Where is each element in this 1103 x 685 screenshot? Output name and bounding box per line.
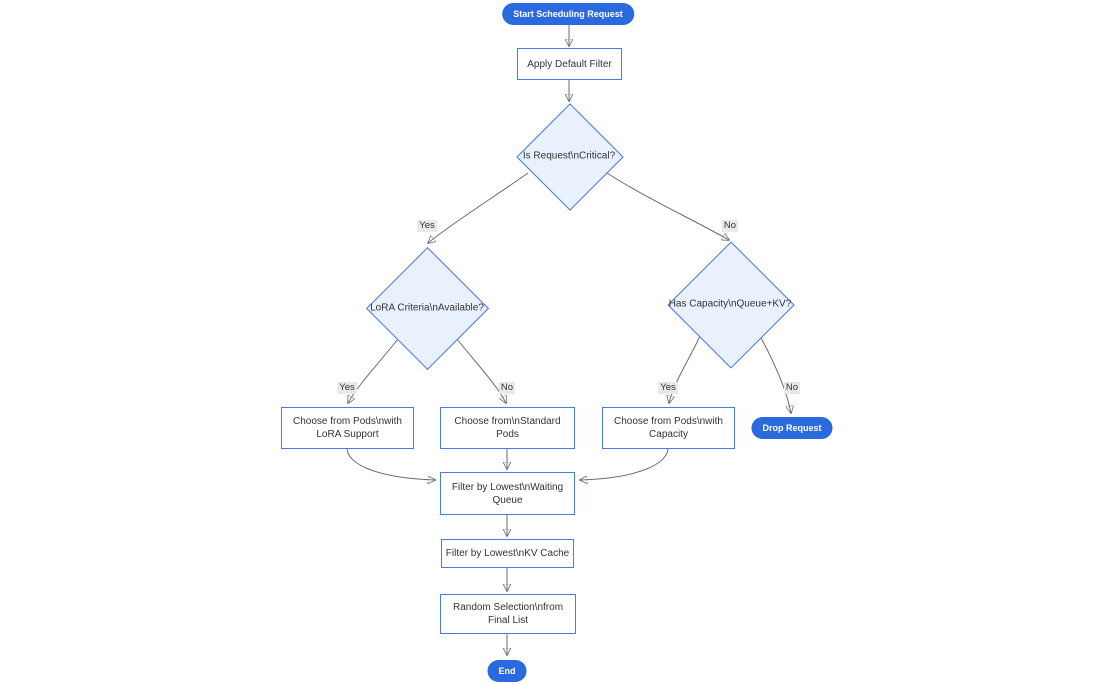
node-choose-capacity-pods: Choose from Pods\nwith Capacity bbox=[602, 407, 735, 449]
edge-label-lora-no: No bbox=[498, 382, 516, 394]
edge-label-capacity-yes: Yes bbox=[658, 382, 678, 394]
edge-critical-yes bbox=[428, 172, 529, 243]
node-filter-kv-cache: Filter by Lowest\nKV Cache bbox=[441, 539, 574, 568]
node-apply-default-filter: Apply Default Filter bbox=[517, 48, 622, 80]
edge-chooselora-to-filter bbox=[346, 447, 435, 480]
node-has-capacity-label: Has Capacity\nQueue+KV? bbox=[668, 298, 792, 310]
node-choose-standard-pods: Choose from\nStandard Pods bbox=[440, 407, 575, 449]
edge-lora-no bbox=[456, 338, 506, 403]
edge-label-lora-yes: Yes bbox=[337, 382, 357, 394]
edge-label-capacity-no: No bbox=[783, 382, 801, 394]
node-is-critical-label: Is Request\nCritical? bbox=[522, 150, 616, 162]
node-choose-lora-pods: Choose from Pods\nwith LoRA Support bbox=[281, 407, 414, 449]
edge-capacity-no bbox=[759, 335, 791, 413]
edge-label-critical-no: No bbox=[721, 220, 739, 232]
node-start: Start Scheduling Request bbox=[502, 3, 634, 25]
node-random-selection: Random Selection\nfrom Final List bbox=[440, 594, 576, 634]
node-drop-request: Drop Request bbox=[751, 417, 833, 439]
edge-critical-no bbox=[606, 172, 729, 240]
edge-capacity-yes bbox=[669, 335, 701, 403]
node-end: End bbox=[487, 660, 527, 682]
edge-choosecapacity-to-filter bbox=[580, 447, 669, 480]
edge-label-critical-yes: Yes bbox=[417, 220, 437, 232]
node-lora-available-label: LoRA Criteria\nAvailable? bbox=[370, 302, 484, 314]
edge-lora-yes bbox=[348, 338, 399, 403]
node-filter-waiting-queue: Filter by Lowest\nWaiting Queue bbox=[440, 472, 575, 515]
